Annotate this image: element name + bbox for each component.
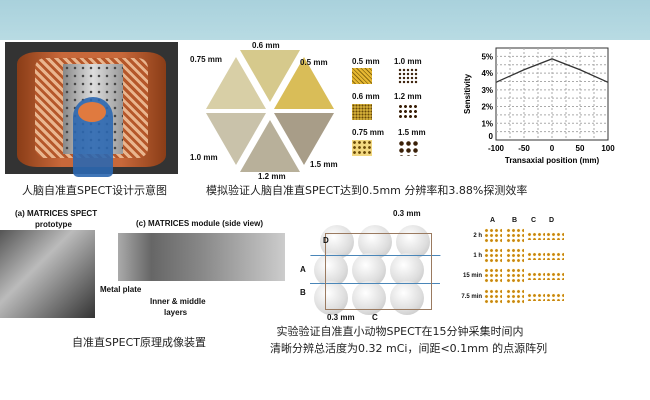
y-axis-label: Sensitivity	[463, 73, 472, 114]
y-tick-label: 4%	[481, 69, 493, 78]
column-label: A	[490, 217, 496, 224]
plane-label: A	[300, 265, 306, 274]
x-tick-label: -100	[488, 144, 505, 153]
pattern-label: 0.5 mm	[352, 57, 380, 66]
triangle-label: 1.2 mm	[258, 172, 286, 181]
device-caption: 自准直SPECT原理成像装置	[72, 336, 206, 349]
prototype-label: prototype	[35, 220, 72, 229]
header-band	[0, 0, 650, 40]
row-label: 7.5 min	[461, 294, 482, 300]
plane-label: B	[300, 288, 306, 297]
row-label: 15 min	[462, 273, 482, 279]
x-tick-label: 100	[601, 144, 615, 153]
brain-spect-illustration	[5, 42, 178, 177]
plane-label: C	[372, 313, 378, 322]
x-axis-label: Transaxial position (mm)	[505, 156, 600, 165]
plane-label: D	[323, 236, 329, 245]
triangle-label: 0.75 mm	[190, 55, 223, 64]
point-source-diagram	[309, 225, 445, 320]
triangle-label: 1.5 mm	[310, 160, 338, 169]
brain-caption: 人脑自准直SPECT设计示意图	[22, 184, 167, 197]
y-tick-label: 0	[489, 132, 494, 141]
column-label: B	[512, 217, 518, 224]
y-tick-label: 3%	[481, 86, 493, 95]
y-tick-label: 5%	[481, 52, 493, 61]
pattern-label: 0.75 mm	[352, 128, 385, 137]
triangle-label: 0.6 mm	[252, 41, 280, 50]
row-label: 2 h	[473, 233, 482, 239]
pattern-label: 1.5 mm	[398, 128, 426, 137]
module-photo	[118, 233, 285, 281]
x-tick-label: -50	[518, 144, 530, 153]
metal-plate-label: Metal plate	[100, 285, 142, 294]
y-tick-label: 1%	[481, 119, 493, 128]
x-tick-label: 50	[576, 144, 585, 153]
column-label: D	[549, 217, 555, 224]
triangle-label: 1.0 mm	[190, 153, 218, 162]
prototype-photo	[0, 230, 95, 318]
pattern-label: 1.2 mm	[394, 92, 422, 101]
inner-layers-label: Inner & middle	[150, 297, 206, 306]
inner-layers-label: layers	[164, 308, 188, 317]
pattern-label: 0.6 mm	[352, 92, 380, 101]
row-label: 1 h	[473, 253, 482, 259]
triangle-label: 0.5 mm	[300, 58, 328, 67]
y-tick-label: 2%	[481, 103, 493, 112]
experiment-caption-line1: 实验验证自准直小动物SPECT在15分钟采集时间内	[276, 325, 524, 338]
dimension-label: 0.3 mm	[393, 209, 421, 218]
experiment-caption-line2: 清晰分辨总活度为0.32 mCi，间距<0.1mm 的点源阵列	[270, 342, 548, 355]
dimension-label: 0.3 mm	[327, 313, 355, 322]
prototype-label: (a) MATRICES SPECT	[15, 209, 98, 218]
column-label: C	[531, 217, 537, 224]
x-tick-label: 0	[550, 144, 555, 153]
pattern-label: 1.0 mm	[394, 57, 422, 66]
simulation-caption: 模拟验证人脑自准直SPECT达到0.5mm 分辨率和3.88%探测效率	[206, 184, 528, 197]
module-label: (c) MATRICES module (side view)	[136, 219, 263, 228]
sensitivity-line	[495, 58, 609, 83]
